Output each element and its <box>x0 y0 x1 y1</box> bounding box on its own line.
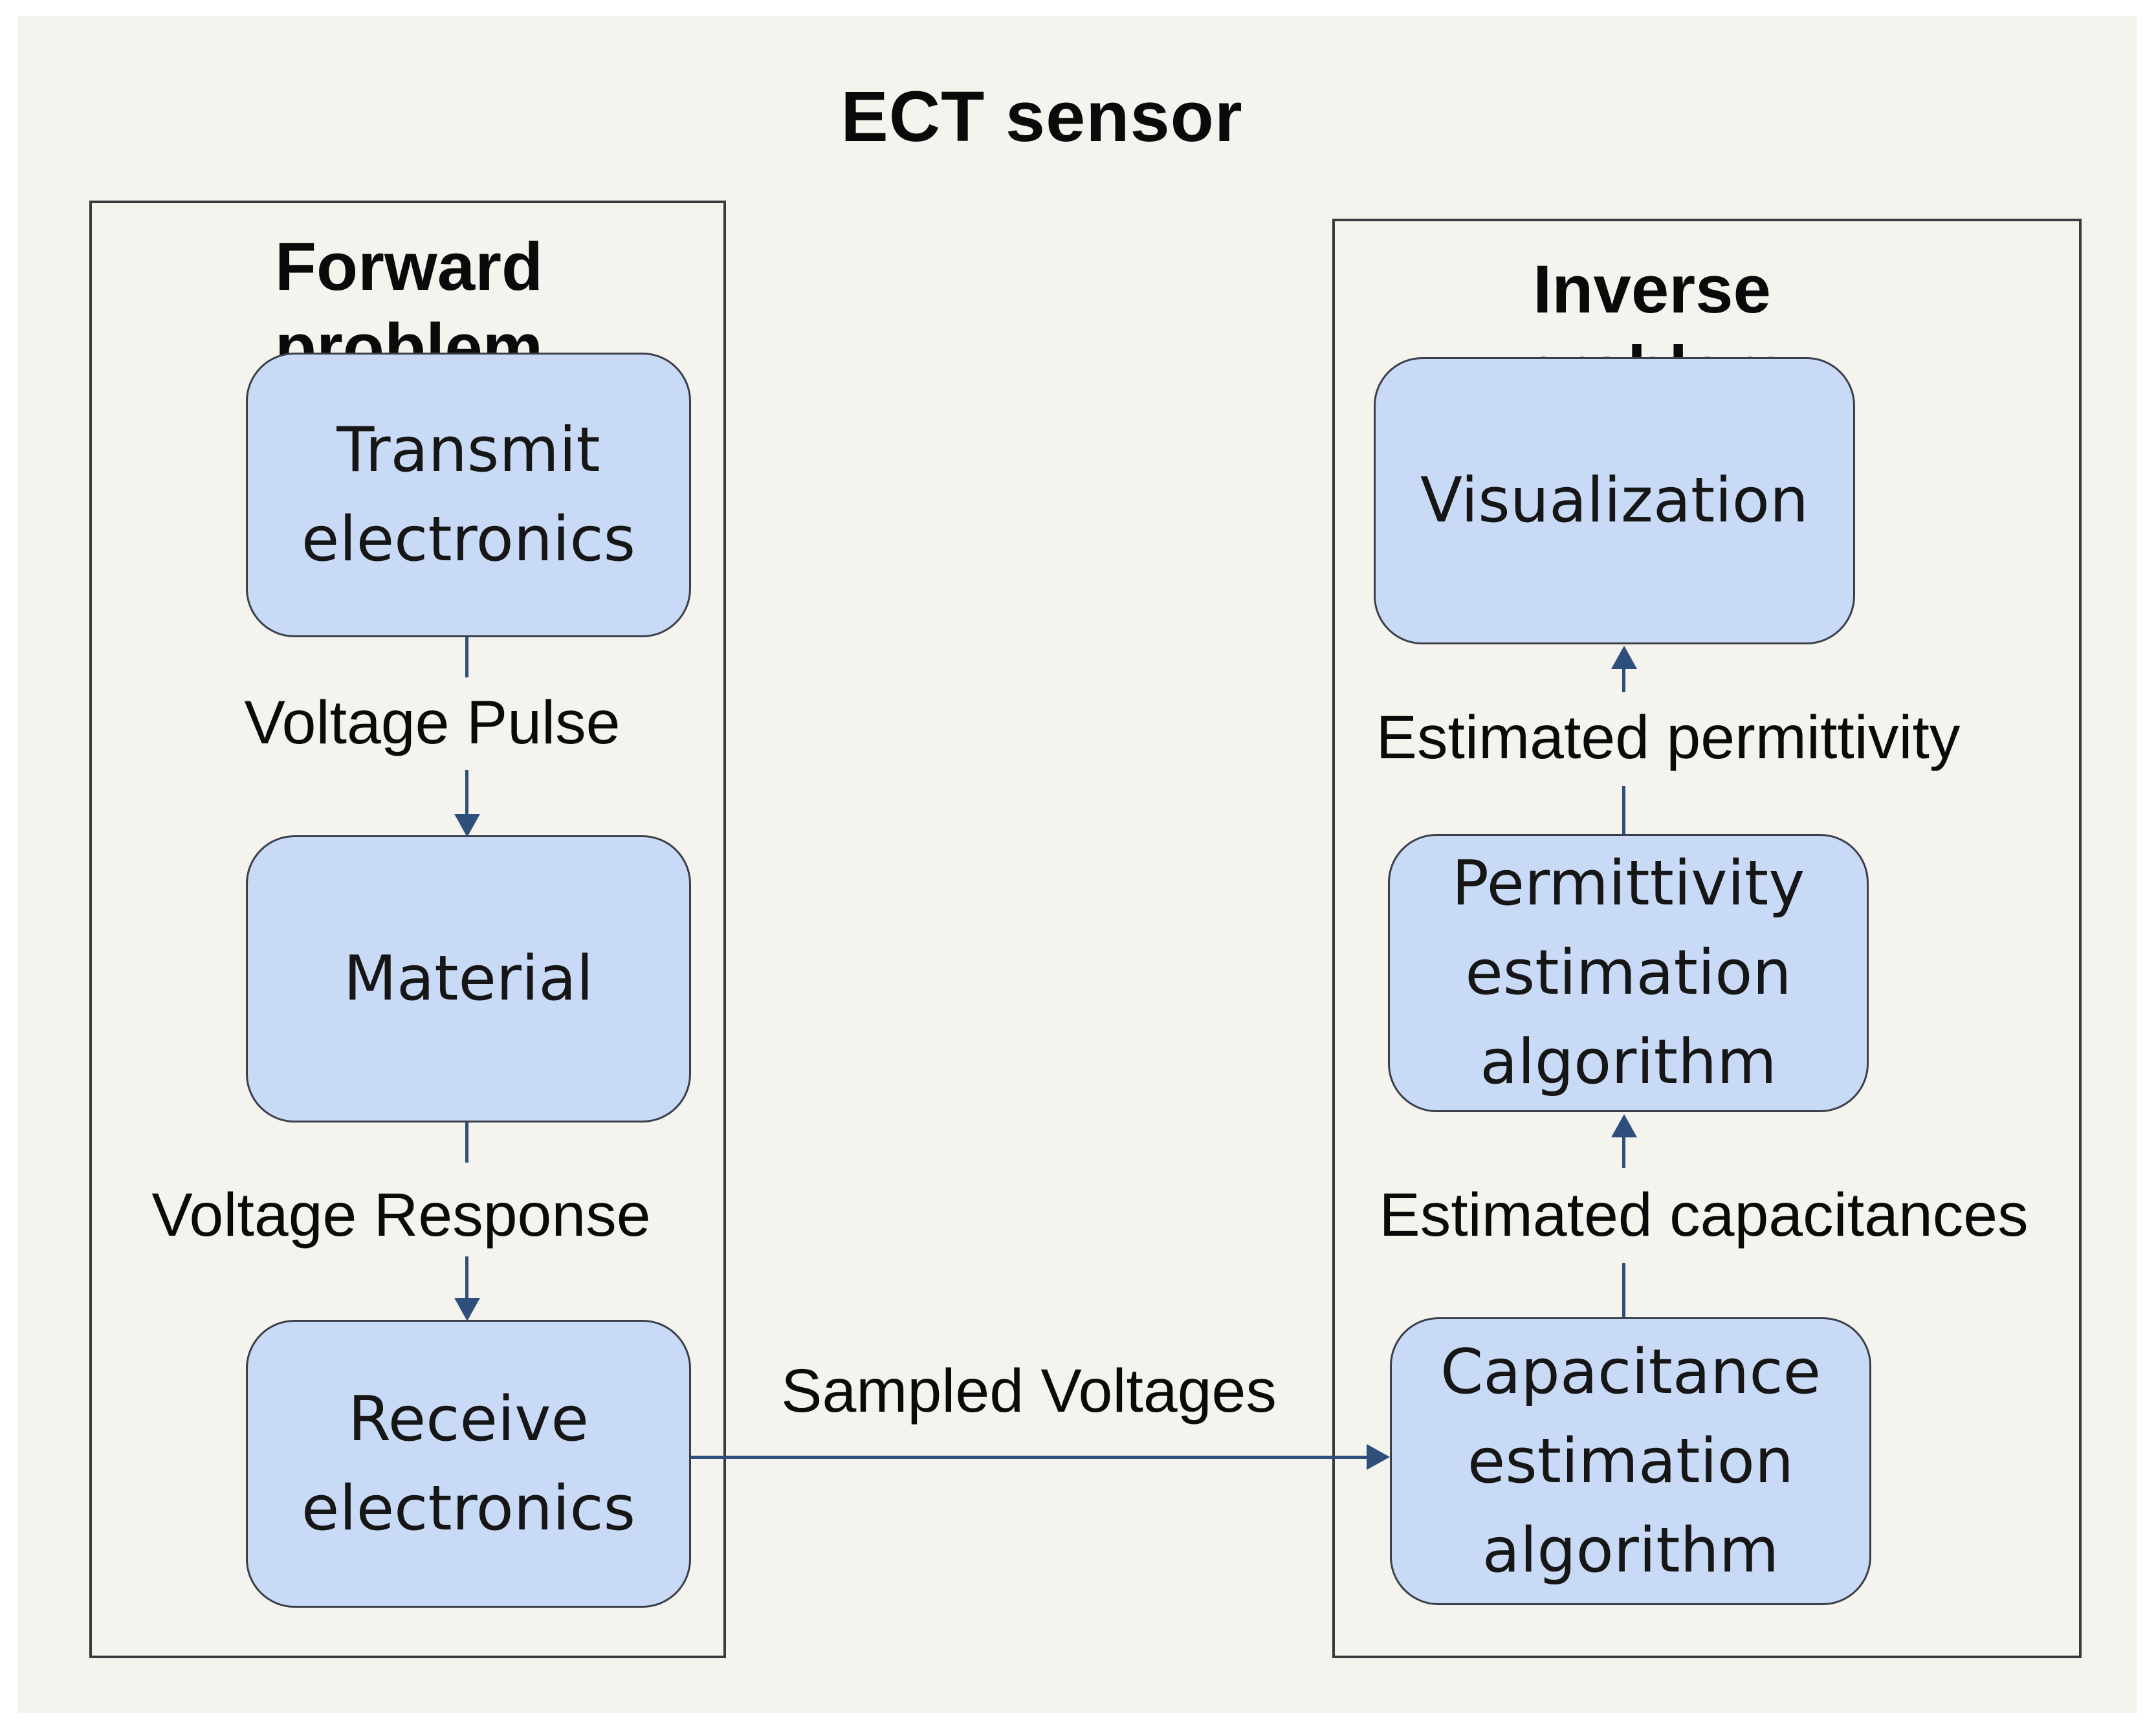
node-capacitance-estimation: Capacitance estimation algorithm <box>1390 1317 1871 1605</box>
arrow-sampled-voltages-shaft <box>691 1456 1367 1459</box>
label-sampled-voltages: Sampled Voltages <box>781 1357 1277 1425</box>
arrow-voltage-response-tail <box>465 1122 468 1163</box>
node-capacitance-estimation-label: Capacitance estimation algorithm <box>1440 1336 1821 1586</box>
forward-problem-panel <box>89 201 726 1658</box>
node-transmit-electronics-label: Transmit electronics <box>301 415 636 575</box>
arrow-estimated-capacitances-shaft <box>1622 1137 1625 1168</box>
node-permittivity-estimation-label: Permittivity estimation algorithm <box>1451 848 1805 1098</box>
arrow-estimated-permittivity-tail <box>1622 786 1625 834</box>
node-material-label: Material <box>344 943 593 1014</box>
label-estimated-capacitances: Estimated capacitances <box>1379 1181 2029 1249</box>
label-estimated-permittivity: Estimated permittivity <box>1376 703 1961 772</box>
arrowhead-sampled-voltages-icon <box>1367 1444 1390 1470</box>
node-visualization-label: Visualization <box>1420 465 1809 536</box>
arrowhead-estimated-capacitances-icon <box>1611 1114 1637 1137</box>
inverse-problem-panel <box>1332 219 2082 1658</box>
arrow-voltage-pulse-shaft <box>465 770 468 814</box>
arrow-voltage-response-shaft <box>465 1256 468 1298</box>
node-material: Material <box>246 835 691 1122</box>
arrow-estimated-permittivity-shaft <box>1622 669 1625 692</box>
node-permittivity-estimation: Permittivity estimation algorithm <box>1388 834 1869 1112</box>
arrow-voltage-pulse-tail <box>465 637 468 677</box>
diagram-title: ECT sensor <box>841 77 1243 157</box>
node-receive-electronics-label: Receive electronics <box>301 1383 636 1544</box>
arrowhead-estimated-permittivity-icon <box>1611 646 1637 669</box>
arrowhead-voltage-pulse-icon <box>454 814 480 837</box>
label-voltage-pulse: Voltage Pulse <box>244 688 621 757</box>
arrow-estimated-capacitances-tail <box>1622 1263 1625 1317</box>
node-receive-electronics: Receive electronics <box>246 1320 691 1608</box>
arrowhead-voltage-response-icon <box>454 1298 480 1321</box>
label-voltage-response: Voltage Response <box>151 1181 651 1249</box>
node-transmit-electronics: Transmit electronics <box>246 353 691 637</box>
node-visualization: Visualization <box>1374 357 1855 644</box>
